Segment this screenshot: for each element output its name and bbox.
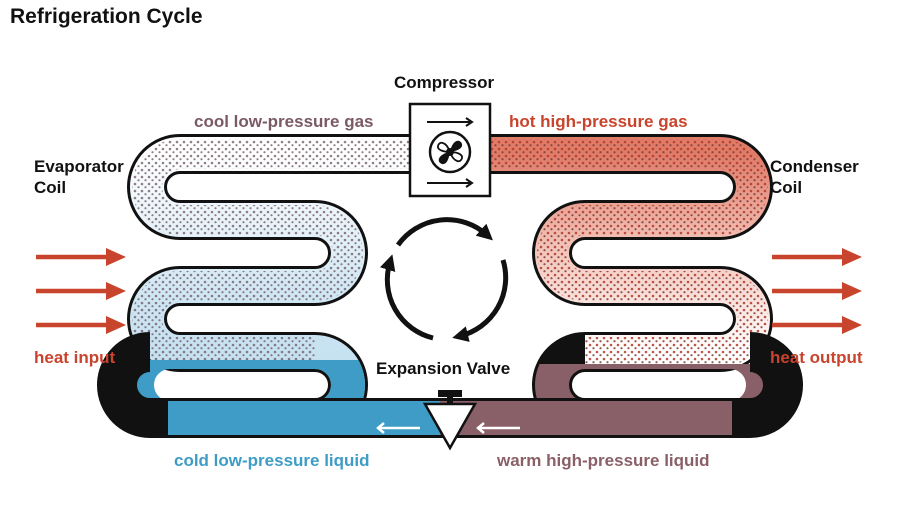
valve-icon	[422, 390, 478, 451]
condenser-label-line1: Condenser	[770, 157, 859, 176]
fan-icon	[428, 130, 472, 174]
condenser-coil	[480, 134, 780, 438]
warm-liquid-label: warm high-pressure liquid	[496, 451, 710, 470]
diagram-title: Refrigeration Cycle	[10, 5, 203, 28]
cold-liquid-label: cold low-pressure liquid	[174, 451, 370, 470]
cool-gas-label: cool low-pressure gas	[194, 112, 374, 131]
hot-gas-label: hot high-pressure gas	[509, 112, 688, 131]
heat-input-label: heat input	[34, 348, 116, 367]
expansion-valve-label: Expansion Valve	[376, 359, 510, 378]
condenser-label-line2: Coil	[770, 178, 802, 197]
heat-output-arrows	[772, 248, 862, 334]
heat-output-label: heat output	[770, 348, 863, 367]
evaporator-label-line1: Evaporator	[34, 157, 124, 176]
evaporator-coil	[120, 134, 420, 438]
heat-input-arrows	[36, 248, 126, 334]
cycle-arrows-icon	[379, 217, 509, 342]
compressor-label: Compressor	[394, 73, 495, 92]
compressor-unit	[408, 102, 492, 198]
evaporator-label-line2: Coil	[34, 178, 66, 197]
